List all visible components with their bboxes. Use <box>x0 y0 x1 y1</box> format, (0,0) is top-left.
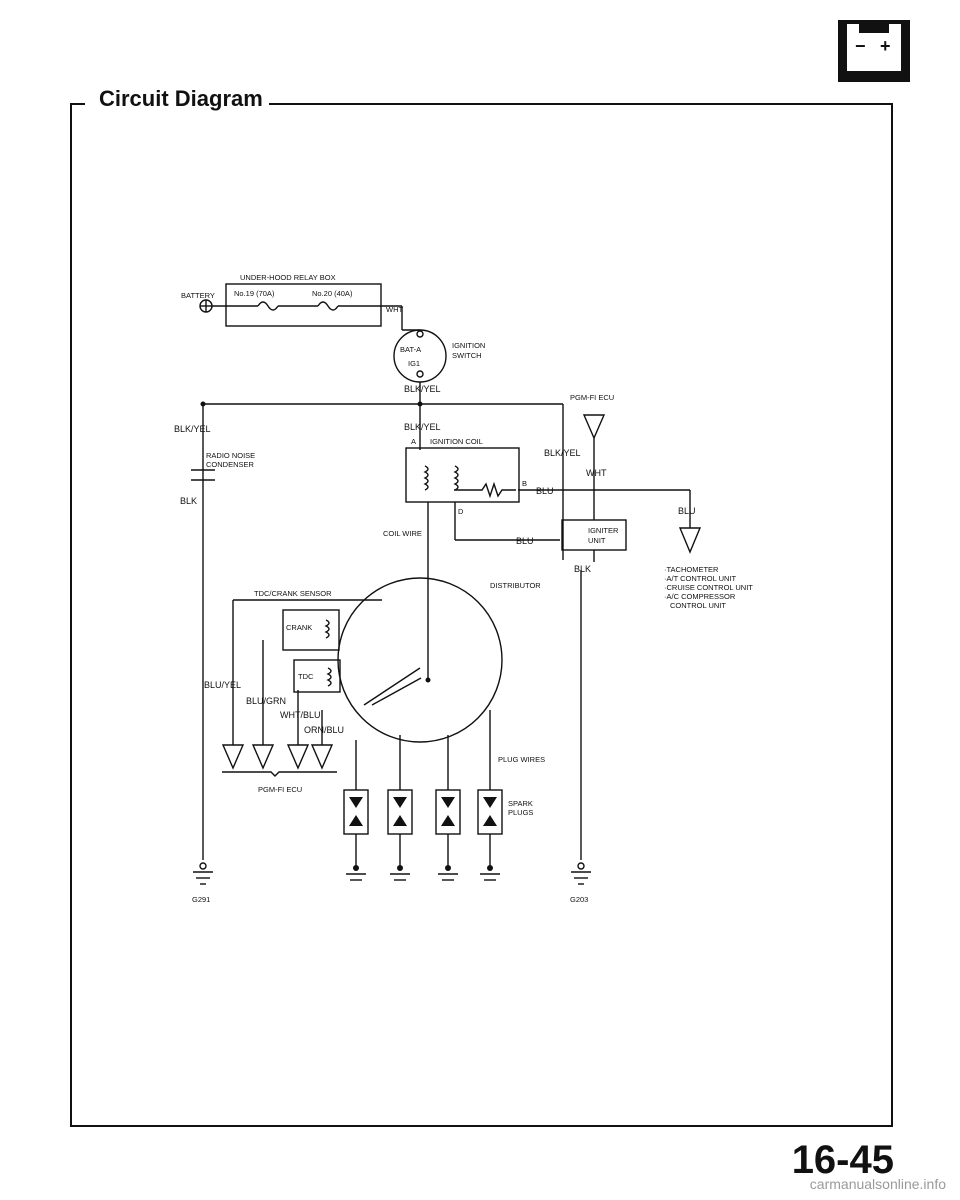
blu-output-terminal <box>678 527 702 554</box>
pgm-fi-ecu-bottom-brace <box>222 771 337 777</box>
blk-yel-coil-wire-label: BLK/YEL <box>404 422 441 432</box>
blk-left-wire-label: BLK <box>180 496 197 506</box>
page-number: 16-45 <box>791 1138 894 1182</box>
blk-right-wire-label: BLK <box>574 564 591 574</box>
relay-box-title: UNDER-HOOD RELAY BOX <box>240 273 336 282</box>
crank-sensor-label: CRANK <box>286 623 312 632</box>
output-item-2: ·A/T CONTROL UNIT <box>664 574 737 583</box>
blu-grn-wire-label: BLU/GRN <box>246 696 286 706</box>
output-item-3: ·CRUISE CONTROL UNIT <box>664 583 753 592</box>
spark-plugs-label-2: PLUGS <box>508 808 533 817</box>
blk-yel-main-wire-label: BLK/YEL <box>404 384 441 394</box>
wht-relay-wire-label: WHT <box>386 305 403 314</box>
blk-yel-left-wire-label: BLK/YEL <box>174 424 211 434</box>
pgm-fi-ecu-top-label: PGM-FI ECU <box>570 393 614 402</box>
ground-g291-label: G291 <box>192 895 210 904</box>
output-item-5: CONTROL UNIT <box>670 601 726 610</box>
diagram-frame <box>70 103 893 1127</box>
coil-wire-label: COIL WIRE <box>383 529 422 538</box>
plug-wires-label: PLUG WIRES <box>498 755 545 764</box>
spark-plugs-label-1: SPARK <box>508 799 533 808</box>
coil-terminal-a: A <box>411 437 416 446</box>
pgm-fi-ecu-top-terminal <box>582 414 606 440</box>
spark-plug-2 <box>387 789 413 835</box>
ignition-switch-symbol <box>393 329 447 383</box>
relay-box-outline <box>225 283 382 327</box>
section-title: Circuit Diagram <box>93 86 269 112</box>
blu-coil-wire-label: BLU <box>536 486 554 496</box>
distributor-label: DISTRIBUTOR <box>490 581 541 590</box>
fuse-19-symbol <box>257 301 279 311</box>
spark-plug-1 <box>343 789 369 835</box>
coil-secondary-winding <box>453 465 459 491</box>
blu-yel-wire-label: BLU/YEL <box>204 680 241 690</box>
blk-yel-right-wire-label: BLK/YEL <box>544 448 581 458</box>
radio-noise-condenser-label-2: CONDENSER <box>206 460 255 469</box>
switch-terminal-ig1: IG1 <box>408 359 420 368</box>
coil-terminal-b: B <box>522 479 527 488</box>
coil-resistor-symbol <box>454 481 516 499</box>
battery-icon: − + <box>838 20 910 82</box>
blu-output-wire-label: BLU <box>678 506 696 516</box>
tdc-crank-sensor-label: TDC/CRANK SENSOR <box>254 589 332 598</box>
ignition-coil-outline <box>405 447 520 503</box>
tdc-sensor-label: TDC <box>298 672 314 681</box>
crank-sensor-winding <box>324 619 330 639</box>
output-item-4: ·A/C COMPRESSOR <box>664 592 736 601</box>
tdc-sensor-winding <box>326 667 332 687</box>
output-item-1: ·TACHOMETER <box>664 565 719 574</box>
orn-blu-wire-label: ORN/BLU <box>304 725 344 735</box>
spark-plug-4 <box>477 789 503 835</box>
ignition-coil-label: IGNITION COIL <box>430 437 483 446</box>
battery-label: BATTERY <box>181 291 215 300</box>
ground-g203-label: G203 <box>570 895 588 904</box>
coil-terminal-d: D <box>458 507 464 516</box>
spark-plug-3 <box>435 789 461 835</box>
switch-terminal-bat-a: BAT-A <box>400 345 421 354</box>
wht-right-wire-label: WHT <box>586 468 607 478</box>
watermark: carmanualsonline.info <box>809 1176 946 1192</box>
igniter-unit-label-2: UNIT <box>588 536 606 545</box>
distributor-symbol <box>337 577 503 743</box>
blu-igniter-wire-label: BLU <box>516 536 534 546</box>
pgm-fi-ecu-bottom-label: PGM-FI ECU <box>258 785 302 794</box>
ignition-switch-label-2: SWITCH <box>452 351 482 360</box>
coil-primary-winding <box>423 465 429 491</box>
igniter-unit-outline <box>561 519 627 551</box>
igniter-unit-label-1: IGNITER <box>588 526 619 535</box>
fuse-20-label: No.20 (40A) <box>312 289 353 298</box>
ignition-switch-label-1: IGNITION <box>452 341 485 350</box>
battery-minus-symbol: − <box>855 36 866 56</box>
battery-plus-symbol: + <box>880 36 891 56</box>
wht-blu-wire-label: WHT/BLU <box>280 710 321 720</box>
fuse-19-label: No.19 (70A) <box>234 289 275 298</box>
fuse-20-symbol <box>317 301 339 311</box>
radio-noise-condenser-label-1: RADIO NOISE <box>206 451 255 460</box>
